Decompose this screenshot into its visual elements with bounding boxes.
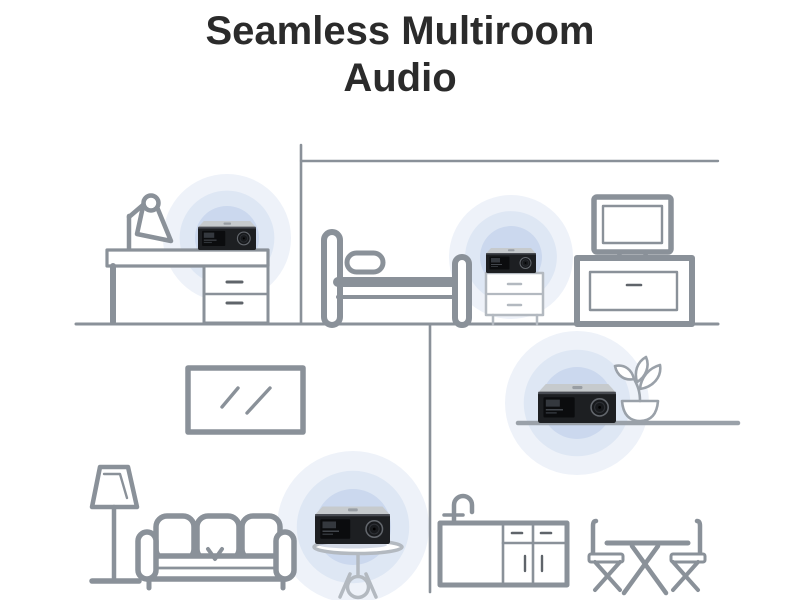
pillow bbox=[344, 250, 386, 275]
tv-console bbox=[574, 255, 695, 327]
room-bedroom bbox=[321, 194, 695, 328]
title-line-2: Audio bbox=[343, 55, 457, 100]
tv bbox=[591, 194, 674, 261]
wireless-speaker-office bbox=[197, 220, 257, 251]
mirror-glint bbox=[245, 386, 272, 415]
floor-lamp bbox=[89, 464, 142, 584]
sofa bbox=[135, 513, 297, 591]
leaf bbox=[634, 355, 649, 384]
leaf bbox=[613, 364, 636, 381]
room-kitchen bbox=[437, 355, 741, 596]
kitchen-counter bbox=[437, 493, 570, 588]
wall-mirror bbox=[185, 365, 306, 435]
folding-chair-left bbox=[587, 518, 625, 592]
bistro-set bbox=[587, 518, 707, 596]
wireless-speaker-living bbox=[314, 505, 391, 545]
bistro-table bbox=[604, 540, 691, 596]
wireless-speaker-bedroom bbox=[485, 247, 537, 274]
wireless-speaker-kitchen bbox=[537, 383, 617, 424]
faucet bbox=[442, 493, 475, 526]
room-living bbox=[89, 365, 404, 600]
mirror-glint bbox=[220, 386, 240, 409]
room-office bbox=[105, 193, 270, 325]
desk-lamp bbox=[126, 193, 174, 255]
tv-screen bbox=[601, 204, 664, 245]
title-line-1: Seamless Multiroom bbox=[205, 9, 595, 53]
bed bbox=[321, 229, 472, 328]
page-title: Seamless Multiroom Audio bbox=[0, 8, 800, 102]
desk bbox=[105, 248, 270, 325]
folding-chair-right bbox=[669, 518, 707, 592]
potted-plant bbox=[613, 355, 662, 423]
nightstand bbox=[484, 271, 545, 326]
